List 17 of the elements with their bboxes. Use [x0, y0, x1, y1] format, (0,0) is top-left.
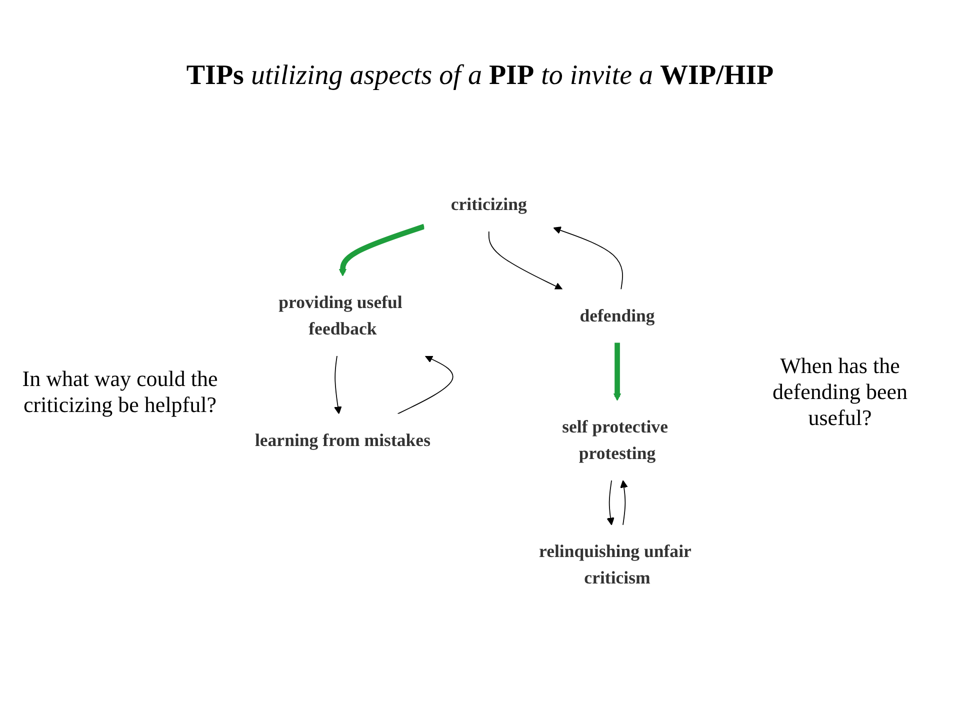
- arrow: [338, 224, 426, 277]
- node-text: relinquishing unfair criticism: [539, 542, 692, 589]
- arrow: [553, 226, 624, 290]
- node-text: providing useful feedback: [278, 293, 402, 340]
- arrow: [613, 343, 622, 402]
- arrow: [606, 480, 614, 526]
- arrow: [620, 480, 628, 526]
- node-text: criticizing: [450, 195, 527, 216]
- arrow: [334, 356, 342, 415]
- question-text: When has the defending been useful?: [772, 353, 908, 431]
- node-text: learning from mistakes: [254, 431, 431, 451]
- question-text: In what way could the criticizing be helpful?: [21, 366, 219, 418]
- arrow: [488, 231, 563, 290]
- node-text: self protective protesting: [562, 418, 668, 464]
- node-text: defending: [580, 306, 655, 326]
- title: TIPs utilizing aspects of a PIP to invite a WIP/HIP: [185, 60, 775, 92]
- arrow: [397, 356, 454, 415]
